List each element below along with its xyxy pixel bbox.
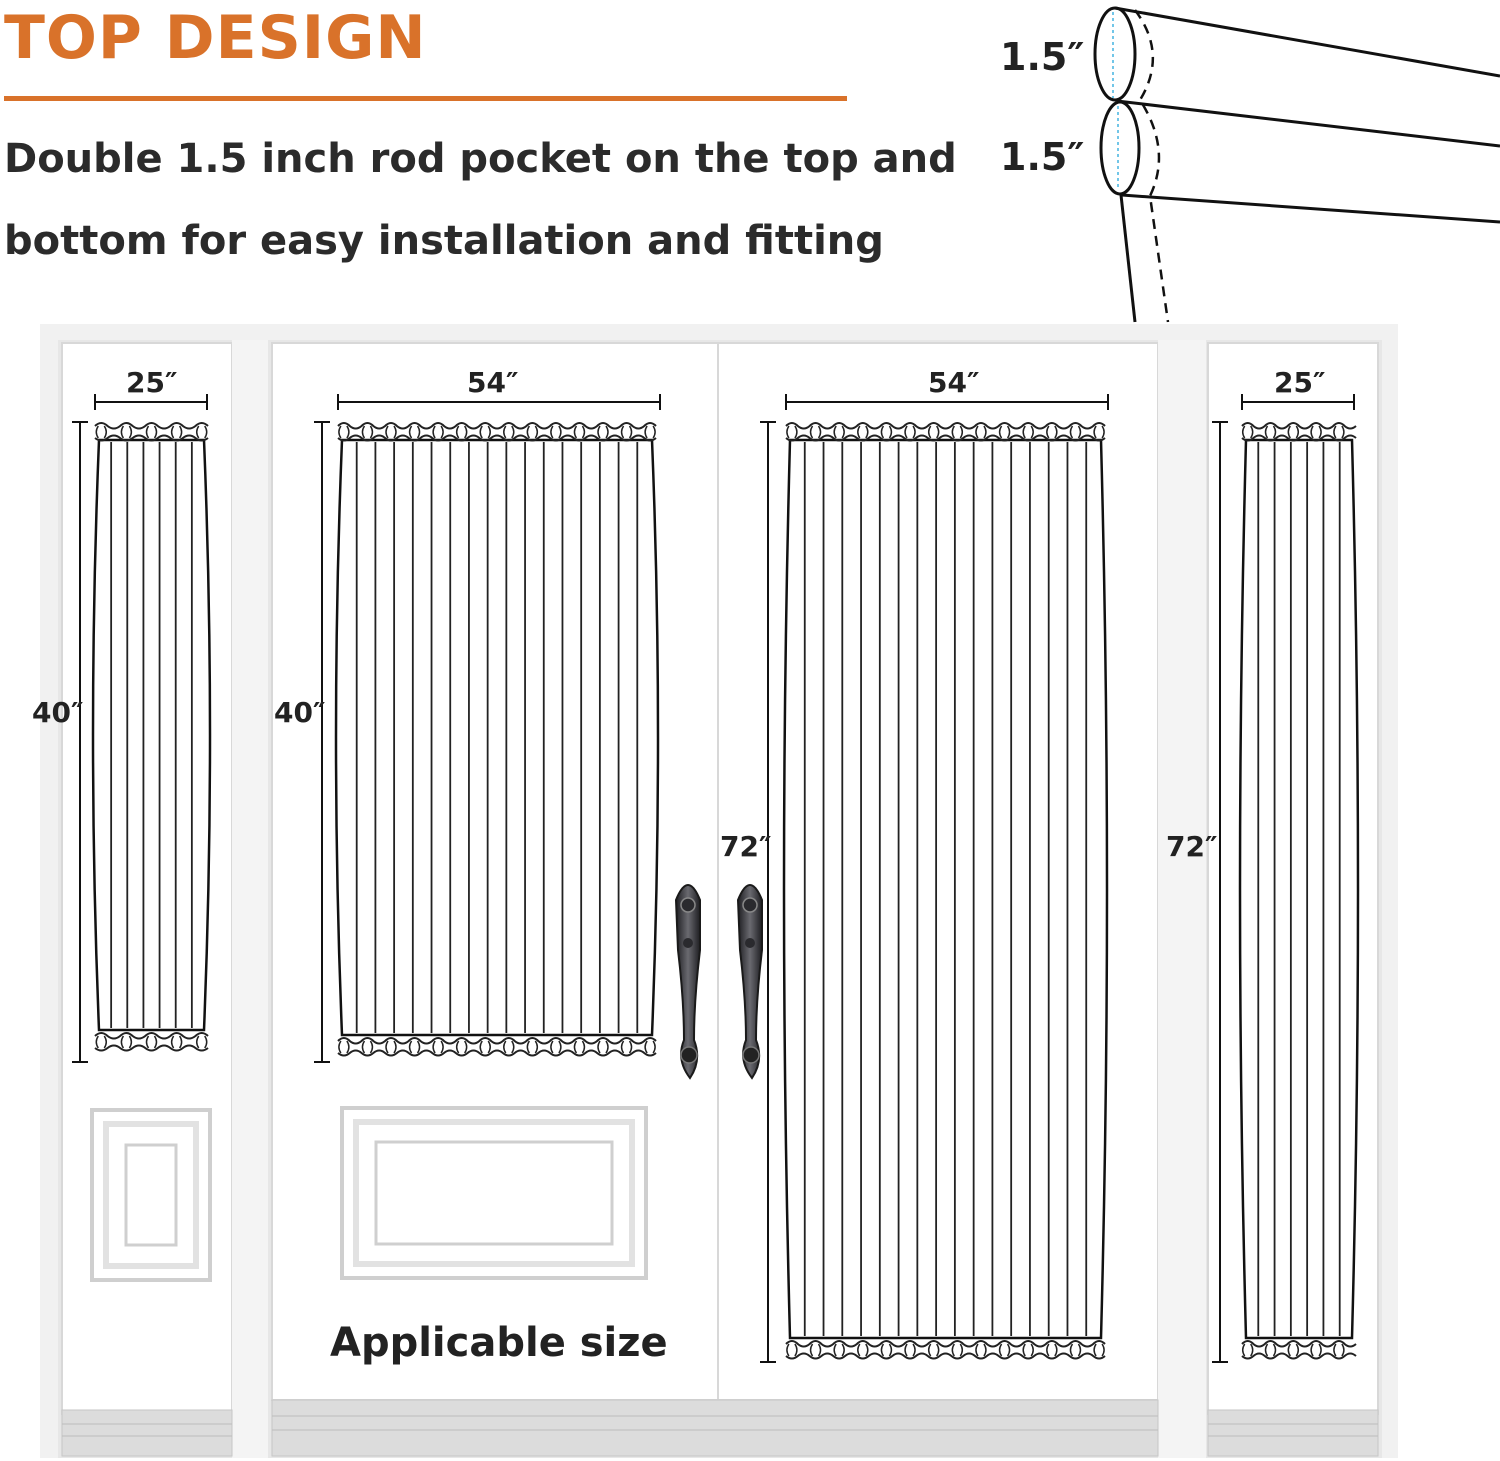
curtain-left-door [334, 422, 660, 1057]
threshold [61, 1399, 1379, 1457]
rod-pocket-illustration [1093, 6, 1500, 323]
left-door-width-label: 54″ [467, 366, 518, 399]
left-sidelight-panel [90, 1108, 212, 1282]
right-door-height-label: 72″ [720, 830, 771, 863]
title-underline [4, 96, 847, 101]
curtain-panels [91, 422, 1360, 1360]
curtain-left-sidelight [91, 422, 212, 1052]
dimension-left-sidelight [72, 394, 208, 1063]
rod-pocket-top-label: 1.5″ [1000, 35, 1084, 79]
door-handle-left [674, 884, 701, 1080]
dimension-lines [72, 394, 1355, 1363]
right-sidelight-height-label: 72″ [1166, 830, 1217, 863]
door-handle-right [736, 884, 763, 1080]
dimension-left-door [314, 394, 661, 1063]
rod-pocket-top [1093, 6, 1137, 102]
page-title: TOP DESIGN [4, 3, 427, 73]
caption: Applicable size [330, 1320, 668, 1366]
dimension-right-sidelight [1212, 394, 1355, 1363]
dimension-right-door [760, 394, 1109, 1363]
rod-pocket-bottom [1099, 100, 1141, 196]
curtain-right-sidelight [1238, 422, 1360, 1360]
left-door-panel [340, 1106, 648, 1280]
right-sidelight-width-label: 25″ [1274, 366, 1325, 399]
left-sidelight-width-label: 25″ [126, 366, 177, 399]
curtain-right-door [782, 422, 1109, 1360]
left-door-height-label: 40″ [274, 696, 325, 729]
rod-pocket-bottom-label: 1.5″ [1000, 135, 1084, 179]
description-text: Double 1.5 inch rod pocket on the top an… [4, 136, 957, 264]
left-sidelight-height-label: 40″ [32, 696, 83, 729]
right-door-width-label: 54″ [928, 366, 979, 399]
